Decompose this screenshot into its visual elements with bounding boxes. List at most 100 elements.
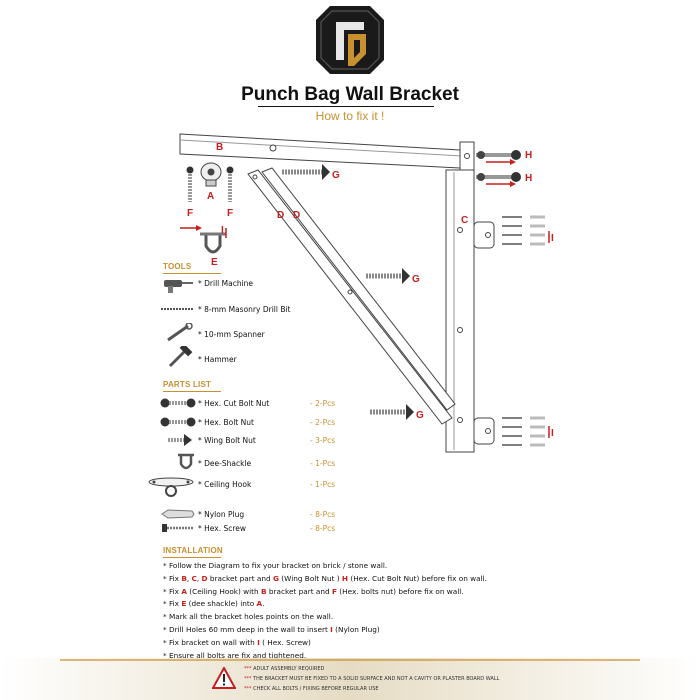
part-label-wing-bolt: * Wing Bolt Nut — [198, 436, 256, 445]
hex-bolt-icon — [160, 417, 196, 427]
warning-line-1: *** ADULT ASSEMBLY REQUIRED — [244, 666, 325, 672]
wing-bolt-g-middle — [366, 268, 410, 284]
part-ref: F — [331, 586, 337, 596]
label-i1: I — [551, 233, 554, 244]
part-qty-cut-bolt: - 2-Pcs — [310, 399, 336, 408]
wall-plate-top — [473, 221, 495, 249]
part-qty-wing-bolt: - 3-Pcs — [310, 436, 336, 445]
spanner-icon — [167, 323, 193, 342]
step-text: * Fix — [163, 586, 182, 596]
hex-bolt-h-bottom — [476, 172, 521, 187]
installation-step: * Mark all the bracket holes points on t… — [163, 612, 487, 625]
step-text: , — [196, 573, 202, 583]
warning-line-2: *** THE BRACKET MUST BE FIXED TO A SOLID… — [244, 676, 500, 682]
page-subtitle: How to fix it ! — [315, 109, 385, 123]
hex-screw-icon — [162, 524, 194, 532]
installation-step: * Follow the Diagram to fix your bracket… — [163, 561, 487, 574]
installation-step: * Fix B, C, D bracket part and G (Wing B… — [163, 574, 487, 587]
diagonal-strut-d2 — [261, 167, 456, 411]
nylon-plug-icon — [161, 509, 195, 519]
step-text: ( Hex. Screw) — [259, 637, 311, 647]
brand-logo — [316, 6, 384, 74]
part-ref: H — [341, 573, 349, 583]
part-ref: I — [330, 624, 333, 634]
wing-bolt-g-bottom — [370, 404, 414, 420]
step-text: * Follow the Diagram to fix your bracket… — [163, 561, 388, 570]
label-g2: G — [412, 274, 420, 285]
tools-heading: TOOLS — [163, 262, 192, 271]
label-f-left: F — [187, 208, 193, 219]
step-text: * Ensure all bolts are fix and tightened… — [163, 650, 307, 660]
label-d1: D — [277, 210, 284, 221]
dee-shackle-e — [180, 225, 227, 254]
drill-icon — [164, 280, 193, 293]
part-ref: I — [257, 637, 260, 647]
bracket-arm-b — [179, 133, 473, 171]
label-a: A — [207, 191, 214, 202]
dee-shackle-icon — [178, 453, 194, 470]
tool-label-bit: * 8-mm Masonry Drill Bit — [198, 305, 291, 314]
installation-step: * Fix A (Ceiling Hook) with B bracket pa… — [163, 587, 487, 600]
installation-steps: * Follow the Diagram to fix your bracket… — [163, 561, 487, 663]
screw-set-top — [502, 215, 550, 246]
step-text: , — [186, 573, 192, 583]
parts-heading: PARTS LIST — [163, 380, 212, 389]
installation-step: * Ensure all bolts are fix and tightened… — [163, 651, 487, 664]
step-text: (dee shackle) into — [186, 599, 257, 609]
label-i-small: I — [221, 225, 224, 236]
step-text: * Drill Holes 60 mm deep in the wall to … — [163, 624, 331, 634]
tool-label-hammer: * Hammer — [198, 355, 237, 364]
hex-bolt-f-right — [226, 166, 234, 202]
part-qty-ceiling-hook: - 1-Pcs — [310, 480, 336, 489]
cut-bolt-icon — [160, 398, 196, 408]
step-text: (Nylon Plug) — [332, 624, 380, 634]
installation-rule — [163, 557, 221, 558]
drill-bit-icon — [161, 308, 193, 310]
installation-heading: INSTALLATION — [163, 546, 223, 555]
step-text: (Hex. Cut Bolt Nut) before fix on wall. — [348, 573, 487, 583]
step-text: bracket part and — [266, 586, 332, 596]
part-label-hex-screw: * Hex. Screw — [198, 524, 247, 533]
part-ref: D — [201, 573, 208, 583]
part-label-hex-bolt: * Hex. Bolt Nut — [198, 418, 254, 427]
step-text: * Fix — [163, 599, 182, 609]
wall-plate-bottom — [473, 417, 495, 445]
part-label-cut-bolt: * Hex. Cut Bolt Nut — [198, 399, 270, 408]
warning-icon — [212, 667, 236, 689]
hex-bolt-h-top — [476, 150, 521, 165]
step-text: . — [262, 599, 265, 609]
part-ref: G — [272, 573, 279, 583]
label-g3: G — [416, 410, 424, 421]
step-text: (Ceiling Hook) with — [186, 586, 261, 596]
hex-bolt-f-left — [186, 166, 194, 202]
part-ref: C — [191, 573, 197, 583]
vertical-post-c — [445, 169, 475, 453]
part-qty-nylon-plug: - 8-Pcs — [310, 510, 336, 519]
label-b: B — [216, 142, 223, 153]
hammer-icon — [168, 346, 193, 368]
part-ref: E — [181, 599, 187, 609]
label-h2: H — [525, 173, 532, 184]
installation-step: * Drill Holes 60 mm deep in the wall to … — [163, 625, 487, 638]
installation-step: * Fix bracket on wall with I ( Hex. Scre… — [163, 638, 487, 651]
part-label-dee-shackle: * Dee-Shackle — [198, 459, 252, 468]
step-text: (Hex. bolts nut) before fix on wall. — [336, 586, 464, 596]
label-d2: D — [293, 210, 300, 221]
wing-bolt-g-top — [282, 164, 330, 180]
label-c: C — [461, 215, 468, 226]
warning-line-3: *** CHECK ALL BOLTS / FIXING BEFORE REGU… — [244, 686, 379, 692]
tools-rule — [163, 273, 221, 274]
step-text: * Fix bracket on wall with — [163, 637, 258, 647]
step-text: * Fix — [163, 573, 182, 583]
tool-label-spanner: * 10-mm Spanner — [198, 330, 265, 339]
label-e: E — [211, 257, 218, 268]
part-ref: B — [261, 586, 267, 596]
part-qty-dee-shackle: - 1-Pcs — [310, 459, 336, 468]
label-h1: H — [525, 150, 532, 161]
part-qty-hex-screw: - 8-Pcs — [310, 524, 336, 533]
part-label-ceiling-hook: * Ceiling Hook — [198, 480, 252, 489]
label-i2: I — [551, 428, 554, 439]
part-ref: B — [181, 573, 187, 583]
step-text: bracket part and — [207, 573, 273, 583]
title-underline — [258, 106, 434, 107]
